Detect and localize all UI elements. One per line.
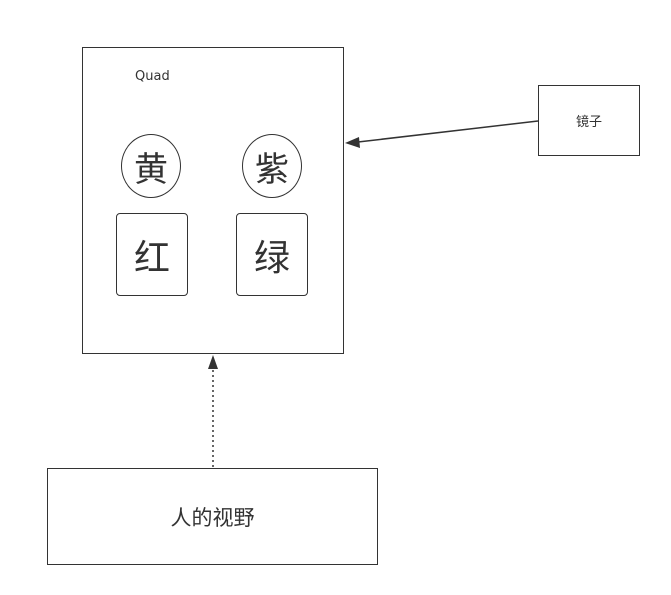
yellow-circle-node[interactable]: 黄 xyxy=(121,134,181,198)
view-to-quad-arrowhead xyxy=(208,355,218,369)
view-node[interactable]: 人的视野 xyxy=(47,468,378,565)
quad-label: Quad xyxy=(135,69,170,84)
mirror-label: 镜子 xyxy=(575,115,602,130)
view-label: 人的视野 xyxy=(170,505,255,530)
mirror-to-quad-arrowhead xyxy=(345,137,360,148)
mirror-node[interactable]: 镜子 xyxy=(538,85,640,156)
purple-circle-node[interactable]: 紫 xyxy=(242,134,302,198)
red-box-node[interactable]: 红 xyxy=(116,213,188,296)
quad-container[interactable] xyxy=(82,47,344,354)
green-box-node[interactable]: 绿 xyxy=(236,213,308,296)
mirror-to-quad-line xyxy=(357,120,539,143)
